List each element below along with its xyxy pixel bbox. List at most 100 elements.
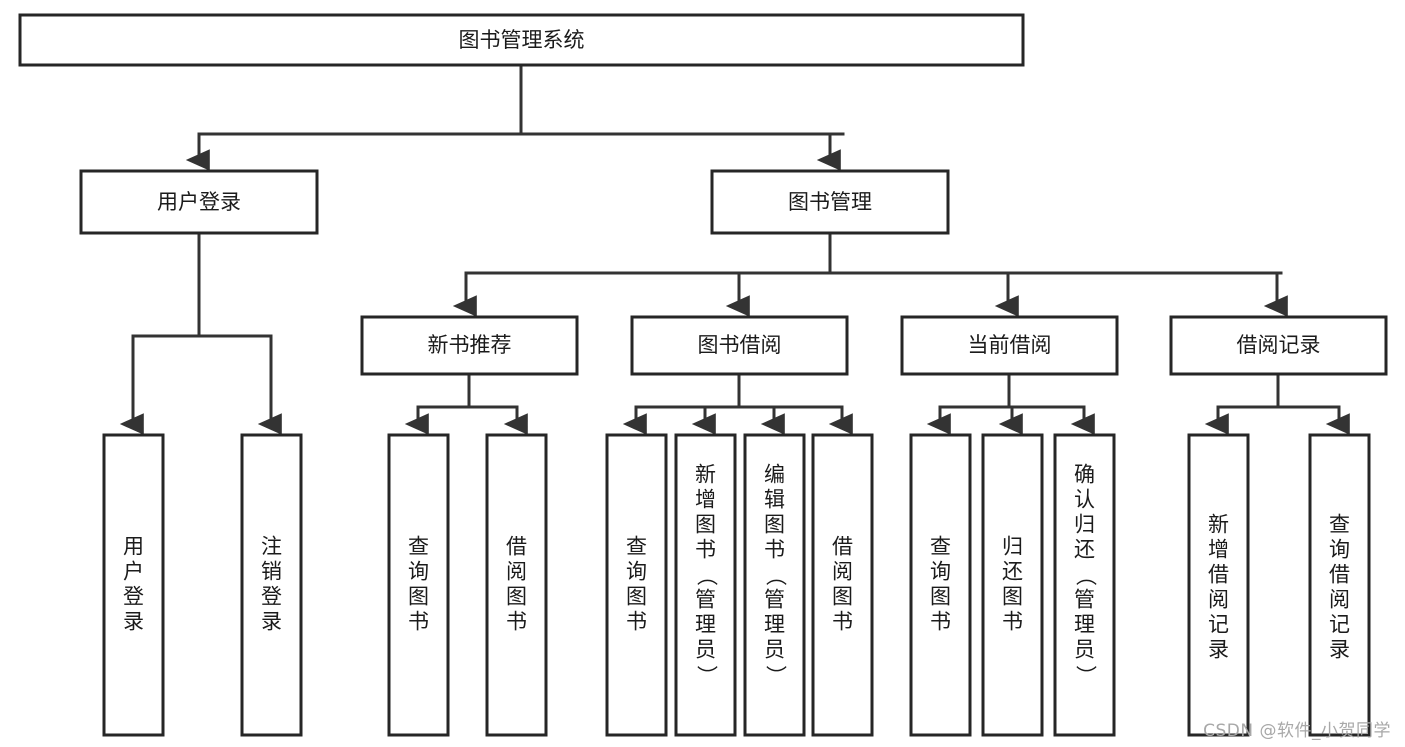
leaf-label-char: 还 [1002, 560, 1023, 584]
leaf-label-char: 新 [1208, 513, 1229, 537]
node-leaf-user-login[interactable]: 用户登录 [102, 433, 165, 737]
node-borrow-records-label: 借阅记录 [1237, 333, 1321, 357]
node-borrow-records[interactable]: 借阅记录 [1169, 315, 1388, 376]
node-root-system-label: 图书管理系统 [459, 28, 585, 52]
connector-new-book-recommend-to-leaves [404, 372, 528, 435]
leaf-label-char: 借 [1329, 563, 1350, 587]
leaf-label-char: 新 [695, 463, 716, 487]
leaf-label-char: 书 [832, 610, 853, 634]
node-user-login-label: 用户登录 [157, 190, 241, 214]
leaf-label-char: 增 [1208, 538, 1229, 562]
leaf-label-char: 认 [1074, 488, 1095, 512]
leaf-label-char: （ [695, 565, 719, 586]
node-new-book-recommend[interactable]: 新书推荐 [360, 315, 579, 376]
leaf-label-char: 理 [764, 613, 785, 637]
connector-current-borrow-to-leaves [926, 372, 1095, 435]
leaf-label-char: ） [764, 665, 788, 686]
leaf-label-char: 借 [506, 535, 527, 559]
connector-book-management-to-level3 [452, 231, 1288, 317]
leaf-label-char: 管 [764, 588, 785, 612]
leaf-label-char: 查 [1329, 513, 1350, 537]
leaf-label-char: 录 [123, 610, 144, 634]
leaf-label-char: 图 [626, 585, 647, 609]
leaf-label-char: ） [1074, 665, 1098, 686]
leaf-label-char: 辑 [764, 488, 785, 512]
leaf-label-char: 借 [1208, 563, 1229, 587]
leaf-label-char: 查 [626, 535, 647, 559]
leaf-label-char: 理 [695, 613, 716, 637]
leaf-label-char: 图 [764, 513, 785, 537]
leaf-label-char: 书 [1002, 610, 1023, 634]
leaf-label-char: 查 [930, 535, 951, 559]
leaf-label-char: 图 [1002, 585, 1023, 609]
connector-root-to-level2 [185, 63, 845, 171]
leaf-label-char: 录 [1329, 638, 1350, 662]
connector-book-borrow-to-leaves [622, 372, 853, 435]
leaf-label-char: 记 [1329, 613, 1350, 637]
leaf-label-char: 归 [1002, 535, 1023, 559]
connector-borrow-records-to-leaves [1204, 372, 1350, 435]
leaf-label-char: 管 [1074, 588, 1095, 612]
leaf-label-char: 询 [1329, 538, 1350, 562]
leaf-label-char: ） [695, 665, 719, 686]
leaf-label-char: 查 [408, 535, 429, 559]
leaf-label-char: 阅 [832, 560, 853, 584]
leaf-label-char: 录 [1208, 638, 1229, 662]
leaf-label-char: （ [764, 565, 788, 586]
leaf-label-char: 图 [408, 585, 429, 609]
leaf-label-char: 用 [123, 535, 144, 559]
leaf-label-char: 管 [695, 588, 716, 612]
leaf-label-char: 注 [261, 535, 282, 559]
leaf-label-char: 户 [123, 560, 144, 584]
leaf-label-char: 询 [408, 560, 429, 584]
leaf-label-char: 书 [506, 610, 527, 634]
leaf-label-char: 图 [695, 513, 716, 537]
node-new-book-recommend-label: 新书推荐 [428, 333, 512, 357]
leaf-label-char: 图 [832, 585, 853, 609]
node-user-login[interactable]: 用户登录 [79, 169, 319, 235]
node-current-borrow[interactable]: 当前借阅 [900, 315, 1119, 376]
node-book-borrow[interactable]: 图书借阅 [630, 315, 849, 376]
leaf-label-char: 询 [930, 560, 951, 584]
leaf-label-char: 询 [626, 560, 647, 584]
leaf-label-char: 还 [1074, 538, 1095, 562]
node-root-system[interactable]: 图书管理系统 [18, 13, 1025, 67]
node-current-borrow-label: 当前借阅 [968, 333, 1052, 357]
leaf-label-char: 增 [695, 488, 716, 512]
leaf-label-char: 归 [1074, 513, 1095, 537]
leaf-label-char: （ [1074, 565, 1098, 586]
leaf-label-char: 编 [764, 463, 785, 487]
leaf-label-char: 销 [261, 560, 282, 584]
leaf-label-char: 书 [930, 610, 951, 634]
leaf-label-char: 阅 [1329, 588, 1350, 612]
leaf-label-char: 确 [1074, 463, 1095, 487]
node-book-management[interactable]: 图书管理 [710, 169, 950, 235]
leaf-label-char: 录 [261, 610, 282, 634]
leaf-label-char: 图 [506, 585, 527, 609]
leaf-label-char: 书 [408, 610, 429, 634]
leaf-label-char: 理 [1074, 613, 1095, 637]
leaf-label-char: 图 [930, 585, 951, 609]
node-book-management-label: 图书管理 [788, 190, 872, 214]
leaf-label-char: 借 [832, 535, 853, 559]
leaf-label-char: 员 [764, 638, 785, 662]
leaf-label-char: 书 [764, 538, 785, 562]
leaf-label-char: 书 [695, 538, 716, 562]
leaf-label-char: 登 [261, 585, 282, 609]
leaf-label-char: 阅 [506, 560, 527, 584]
leaf-label-char: 登 [123, 585, 144, 609]
